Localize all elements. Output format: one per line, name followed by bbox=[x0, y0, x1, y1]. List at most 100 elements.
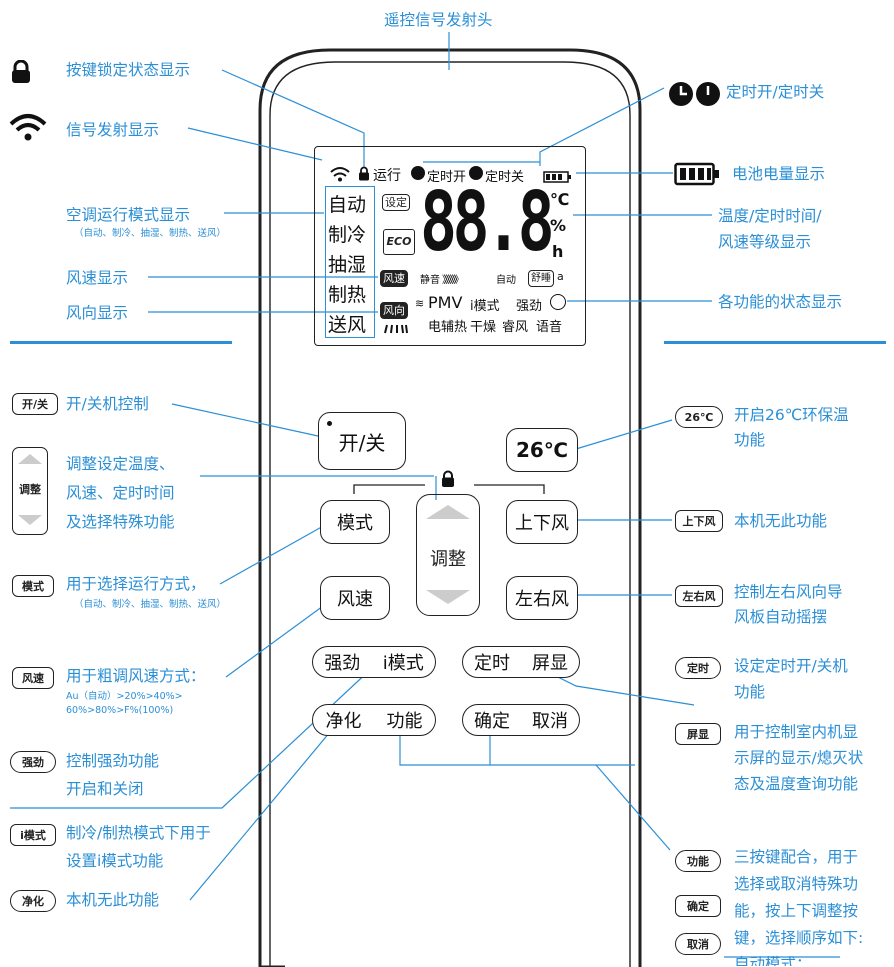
adjust-up-arrow-icon[interactable] bbox=[426, 505, 470, 519]
signal-icon bbox=[8, 112, 48, 142]
lcd-smile-icon bbox=[550, 294, 566, 310]
imode-annotation-1: 制冷/制热模式下用于 bbox=[66, 824, 211, 842]
lcd-sleep-suffix: a bbox=[557, 270, 564, 283]
temp-label-2: 风速等级显示 bbox=[718, 233, 812, 251]
turbo-annotation-2: 开启和关闭 bbox=[66, 780, 144, 798]
lcd-fan-bars: 》》》》》》》 bbox=[442, 275, 464, 286]
lcd-mode-1: 自动 bbox=[328, 194, 367, 216]
mode-display-label: 空调运行模式显示 bbox=[66, 206, 191, 224]
turbo-imode-button[interactable]: 强劲 i模式 bbox=[312, 646, 436, 678]
timer-btn-annotation-1: 设定定时开/关机 bbox=[734, 657, 848, 675]
lcd-timer-off: 定时关 bbox=[485, 170, 525, 185]
confirm-chip: 确定 bbox=[675, 895, 721, 917]
lcd-fan-tag: 风速 bbox=[380, 270, 408, 287]
eco-chip: 26℃ bbox=[675, 406, 723, 428]
adjust-chip-label: 调整 bbox=[19, 483, 41, 496]
adjust-button[interactable]: 调整 bbox=[416, 494, 480, 616]
swing-ud-button[interactable]: 上下风 bbox=[506, 500, 578, 544]
lcd-mode-2: 制冷 bbox=[328, 224, 367, 246]
imode-chip: i模式 bbox=[10, 824, 56, 846]
mode-chip: 模式 bbox=[12, 575, 54, 597]
display-annotation-1: 用于控制室内机显 bbox=[734, 723, 859, 741]
lcd-unit-h: h bbox=[552, 242, 564, 261]
lcd-unit-c: ℃ bbox=[550, 190, 570, 209]
eco-26-button[interactable]: 26℃ bbox=[506, 428, 578, 472]
purify-annotation: 本机无此功能 bbox=[66, 891, 160, 909]
lcd-digits: 88.8 bbox=[420, 175, 555, 270]
lcd-dry: 干燥 bbox=[470, 320, 497, 335]
imode-label: i模式 bbox=[382, 653, 424, 674]
display-label-btn: 屏显 bbox=[532, 653, 568, 674]
timer-chip: 定时 bbox=[675, 657, 721, 679]
swing-lr-chip: 左右风 bbox=[675, 585, 723, 607]
lcd-voice: 语音 bbox=[536, 320, 563, 335]
adjust-button-label: 调整 bbox=[430, 549, 466, 570]
function-label: 功能 bbox=[386, 711, 423, 732]
turbo-label: 强劲 bbox=[324, 653, 361, 674]
turbo-chip: 强劲 bbox=[10, 751, 56, 773]
cancel-label: 取消 bbox=[532, 711, 568, 732]
fan-annotation-note-1: Au（自动）>20%>40%> bbox=[66, 691, 183, 702]
lcd-mode-4: 制热 bbox=[328, 284, 367, 306]
lcd-unit-pct: % bbox=[550, 216, 567, 235]
timer-display-button[interactable]: 定时 屏显 bbox=[462, 646, 580, 678]
lcd-airflow-icon: ≋ bbox=[415, 297, 425, 310]
power-indicator-dot bbox=[327, 421, 332, 426]
combo-annotation-3: 能，按上下调整按 bbox=[734, 902, 859, 920]
lcd-eco-badge: ECO bbox=[383, 229, 415, 255]
lcd-aux-heat: 电辅热 bbox=[428, 320, 468, 335]
signal-label: 信号发射显示 bbox=[66, 121, 160, 139]
fan-display-label: 风速显示 bbox=[66, 269, 129, 287]
display-annotation-2: 示屏的显示/熄灭状 bbox=[734, 749, 864, 767]
purify-chip: 净化 bbox=[10, 890, 56, 912]
lcd-imode: i模式 bbox=[470, 299, 500, 314]
lcd-direction-tag: 风向 bbox=[380, 302, 408, 319]
battery-icon bbox=[674, 162, 720, 186]
lcd-battery-icon bbox=[543, 168, 573, 183]
swing-lr-annotation-2: 风板自动摇摆 bbox=[734, 608, 828, 626]
eco-annotation-1: 开启26℃环保温 bbox=[734, 406, 849, 424]
lcd-lock-icon bbox=[358, 166, 370, 181]
swing-lr-button[interactable]: 左右风 bbox=[506, 576, 578, 620]
lcd-mode-5: 送风 bbox=[328, 314, 367, 336]
fan-speed-button[interactable]: 风速 bbox=[320, 576, 390, 620]
lcd-timer-on: 定时开 bbox=[427, 170, 467, 185]
mode-button[interactable]: 模式 bbox=[320, 500, 390, 544]
lcd-timer-on-icon bbox=[411, 166, 425, 180]
lcd-louver-icon bbox=[384, 320, 408, 334]
signal-emitter-label: 遥控信号发射头 bbox=[384, 11, 493, 29]
lcd-pmv: PMV bbox=[428, 293, 463, 312]
swing-lr-annotation-1: 控制左右风向导 bbox=[734, 583, 843, 601]
purify-label: 净化 bbox=[325, 711, 362, 732]
adjust-down-arrow-icon[interactable] bbox=[426, 590, 470, 604]
battery-label: 电池电量显示 bbox=[732, 165, 826, 183]
timer-label-btn: 定时 bbox=[474, 653, 510, 674]
lcd-fan-auto: 自动 bbox=[496, 275, 516, 286]
mode-annotation-note: （自动、制冷、抽湿、制热、送风） bbox=[74, 599, 227, 610]
purify-function-button[interactable]: 净化 功能 bbox=[312, 704, 436, 736]
lcd-run: 运行 bbox=[373, 168, 401, 184]
left-divider bbox=[10, 341, 232, 344]
direction-display-label: 风向显示 bbox=[66, 304, 129, 322]
combo-annotation-1: 三按键配合，用于 bbox=[734, 848, 859, 866]
lcd-signal-icon bbox=[329, 166, 351, 182]
right-divider bbox=[664, 341, 886, 344]
combo-annotation-5: 自动模式： bbox=[734, 955, 812, 966]
adjust-annotation-3: 及选择特殊功能 bbox=[66, 513, 175, 531]
function-chip: 功能 bbox=[675, 850, 721, 872]
lcd-mode-3: 抽湿 bbox=[328, 254, 367, 276]
cancel-chip: 取消 bbox=[675, 933, 721, 955]
display-chip: 屏显 bbox=[675, 723, 721, 745]
adjust-lock-icon bbox=[440, 470, 456, 488]
fan-annotation-note-2: 60%>80%>F%(100%) bbox=[66, 705, 174, 716]
adjust-annotation-2: 风速、定时时间 bbox=[66, 484, 175, 502]
lock-icon bbox=[10, 59, 32, 84]
timer-label: 定时开/定时关 bbox=[726, 83, 825, 101]
power-button[interactable]: 开/关 bbox=[318, 412, 406, 470]
confirm-cancel-button[interactable]: 确定 取消 bbox=[462, 704, 580, 736]
lcd-timer-off-icon bbox=[469, 166, 483, 180]
lcd-fan-quiet: 静音 bbox=[420, 275, 440, 286]
timer-icons bbox=[668, 80, 724, 108]
lcd-mode-box bbox=[325, 186, 375, 338]
lcd-panel bbox=[314, 146, 586, 346]
